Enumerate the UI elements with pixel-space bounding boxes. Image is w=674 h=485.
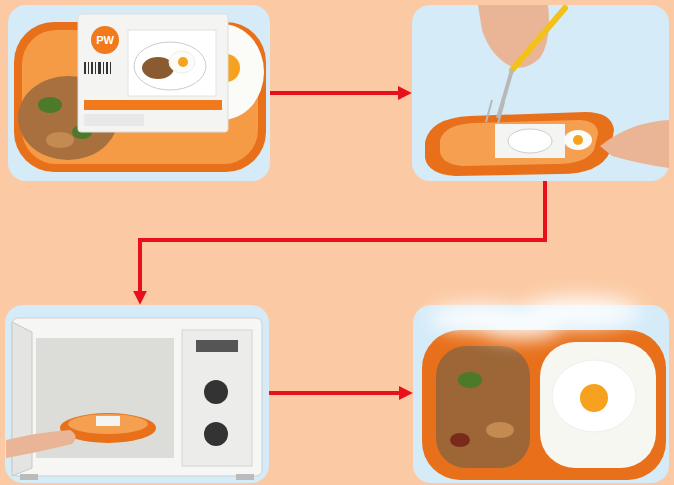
- step-panel: [5, 305, 269, 483]
- brand-logo-text: PW: [94, 34, 116, 46]
- flow-arrow: [140, 181, 545, 295]
- flow-arrow: [270, 91, 402, 95]
- step-panel: [412, 5, 669, 181]
- step-panel: PW: [8, 5, 270, 181]
- step-panel: [413, 305, 669, 483]
- flow-arrow: [269, 391, 403, 395]
